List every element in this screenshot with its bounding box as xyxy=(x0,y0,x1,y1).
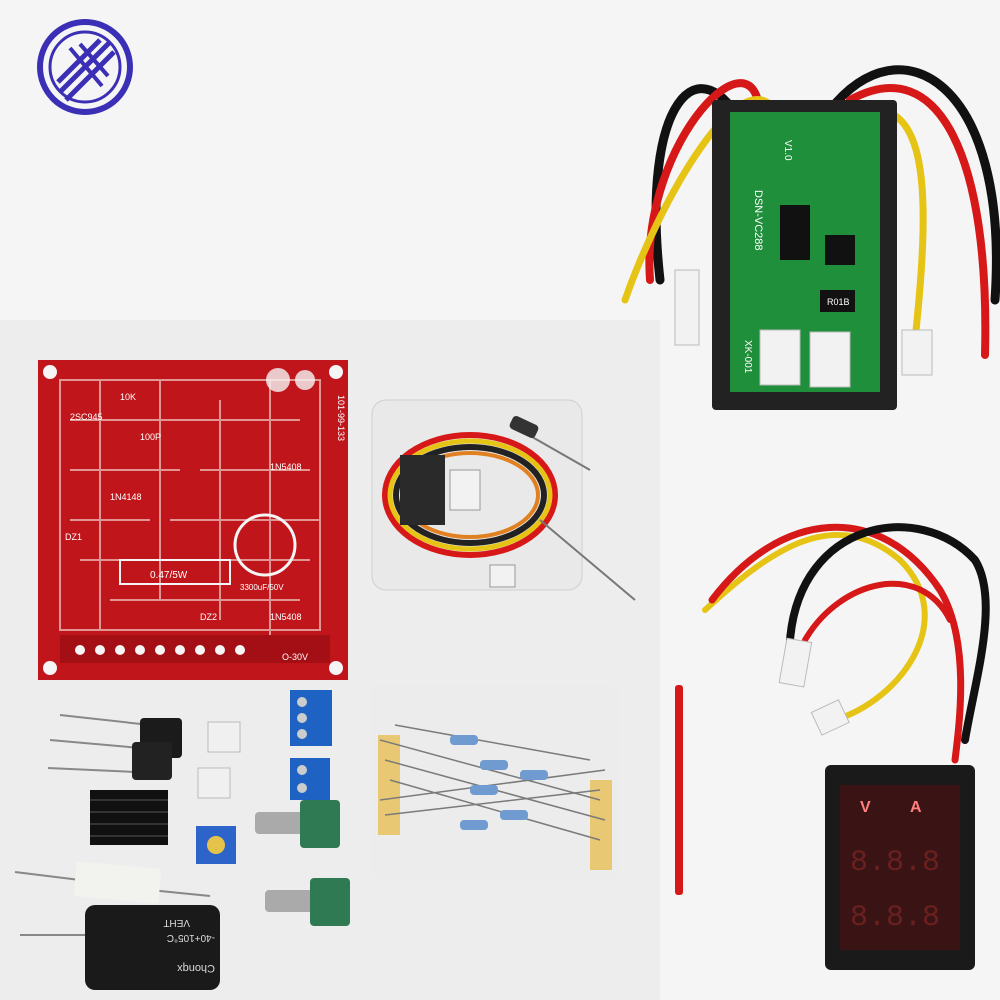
volt-amp-display-module: V A 8.8.8 8.8.8 xyxy=(825,765,975,970)
display-connector-2 xyxy=(810,699,850,736)
wire-connector-right xyxy=(901,329,933,376)
heatsink xyxy=(90,790,168,845)
meter-board-label-r01b: R01B xyxy=(827,297,850,307)
electrolytic-capacitors xyxy=(47,714,182,780)
display-connector-1 xyxy=(778,637,813,688)
company-logo-icon xyxy=(37,19,133,115)
pcb-label-board-id: 101-99-133 xyxy=(336,395,346,441)
pcb-label-dz2: DZ2 xyxy=(200,612,217,622)
potentiometers xyxy=(255,800,350,926)
red-pcb: 2SC945 10K 100P 1N4148 0.47/5W 1N5408 1N… xyxy=(38,360,348,680)
meter-board-connector-1 xyxy=(759,329,801,386)
blue-terminal-blocks xyxy=(196,690,332,864)
pcb-label-100p: 100P xyxy=(140,432,161,442)
meter-board-label-xk: XK-001 xyxy=(742,340,753,374)
pcb-label-rectifier-1: 1N5408 xyxy=(270,462,302,472)
pcb-label-10k: 10K xyxy=(120,392,136,402)
meter-board-label-model: DSN-VC288 xyxy=(752,190,764,251)
pcb-label-capacitor: 3300uF/50V xyxy=(240,583,284,592)
large-capacitor: VEHT -40+105°C Chonqx xyxy=(20,905,220,990)
capacitor-label-brand-a: VEHT xyxy=(163,917,190,928)
pcb-label-rectifier-2: 1N5408 xyxy=(270,612,302,622)
wire-bundle-bag xyxy=(371,399,636,601)
display-label-amp: A xyxy=(910,799,922,816)
meter-board-label-version: V1.0 xyxy=(782,140,793,161)
capacitor-label-temp: -40+105°C xyxy=(167,932,215,943)
white-connectors xyxy=(197,721,241,799)
meter-board-connector-2 xyxy=(809,331,851,388)
pcb-label-transistor: 2SC945 xyxy=(70,412,103,422)
wire-connector-left xyxy=(674,269,700,346)
cement-resistor xyxy=(14,861,211,904)
pcb-label-output: O-30V xyxy=(282,652,308,662)
display-digits-bottom: 8.8.8 xyxy=(850,901,940,935)
pcb-label-resistor: 0.47/5W xyxy=(150,570,188,581)
pcb-label-dz1: DZ1 xyxy=(65,532,82,542)
capacitor-label-brand-b: Chonqx xyxy=(177,962,215,974)
pcb-label-diode: 1N4148 xyxy=(110,492,142,502)
heat-shrink-tube xyxy=(675,685,683,895)
display-module-wires xyxy=(702,523,990,764)
meter-board: R01B DSN-VC288 V1.0 XK-001 xyxy=(674,100,933,410)
display-label-volt: V xyxy=(860,799,871,816)
resistor-bag xyxy=(370,685,620,880)
display-digits-top: 8.8.8 xyxy=(850,846,940,880)
